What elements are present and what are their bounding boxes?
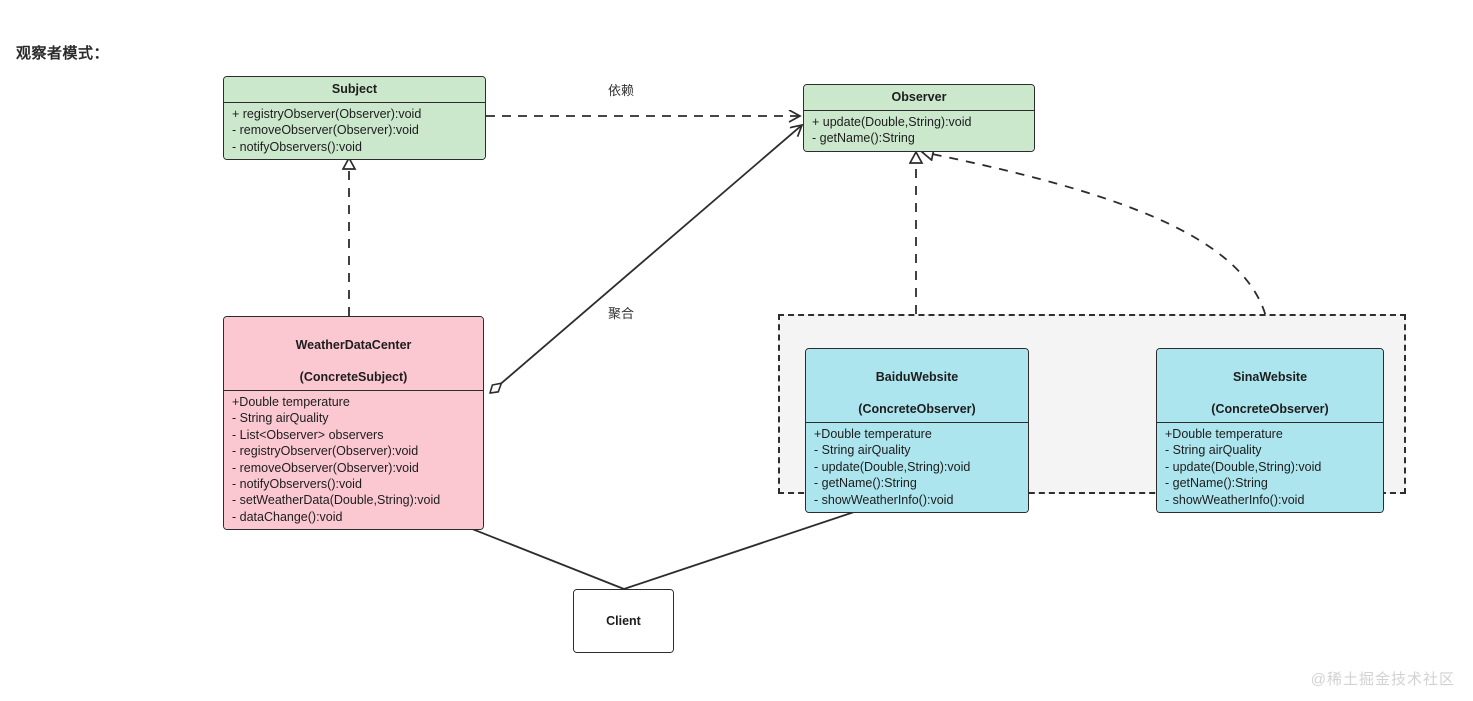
class-name: WeatherDataCenter	[295, 338, 412, 352]
class-sina-website-members: +Double temperature - String airQuality …	[1157, 423, 1383, 513]
member: + update(Double,String):void	[812, 115, 972, 129]
class-observer-title: Observer	[804, 85, 1034, 111]
member: - notifyObservers():void	[232, 477, 362, 492]
class-weather-data-center-members: +Double temperature - String airQuality …	[224, 391, 483, 530]
member: - showWeatherInfo():void	[1165, 492, 1305, 507]
class-observer-members: + update(Double,String):void - getName()…	[804, 111, 1034, 151]
member: - update(Double,String):void	[814, 459, 971, 474]
member: +Double temperature	[814, 427, 932, 441]
watermark: @稀土掘金技术社区	[1310, 671, 1455, 688]
class-weather-data-center-title: WeatherDataCenter (ConcreteSubject)	[224, 317, 483, 391]
class-sina-website-title: SinaWebsite (ConcreteObserver)	[1157, 349, 1383, 423]
class-stereotype: (ConcreteObserver)	[858, 402, 976, 416]
member: - String airQuality	[1165, 443, 1262, 458]
class-sina-website[interactable]: SinaWebsite (ConcreteObserver) +Double t…	[1156, 348, 1384, 514]
member: - getName():String	[812, 131, 915, 146]
member: - getName():String	[1165, 476, 1268, 491]
class-baidu-website[interactable]: BaiduWebsite (ConcreteObserver) +Double …	[805, 348, 1029, 514]
class-baidu-website-members: +Double temperature - String airQuality …	[806, 423, 1028, 513]
member: +Double temperature	[232, 395, 350, 409]
edge-client-uses-observers	[623, 500, 890, 590]
member: - getName():String	[814, 476, 917, 491]
member: - dataChange():void	[232, 509, 343, 524]
class-baidu-website-title: BaiduWebsite (ConcreteObserver)	[806, 349, 1028, 423]
page-title: 观察者模式：	[16, 45, 110, 62]
member: - String airQuality	[232, 411, 329, 426]
class-client-title: Client	[574, 590, 673, 652]
member: - showWeatherInfo():void	[814, 492, 954, 507]
class-client[interactable]: Client	[573, 589, 674, 653]
member: - removeObserver(Observer):void	[232, 123, 419, 138]
class-weather-data-center[interactable]: WeatherDataCenter (ConcreteSubject) +Dou…	[223, 316, 484, 531]
edge-label-dependency: 依赖	[608, 83, 635, 98]
edge-label-aggregation: 聚合	[608, 306, 635, 321]
member: - String airQuality	[814, 443, 911, 458]
member: - registryObserver(Observer):void	[232, 444, 419, 459]
class-subject[interactable]: Subject + registryObserver(Observer):voi…	[223, 76, 486, 161]
member: - List<Observer> observers	[232, 427, 384, 442]
member: - notifyObservers():void	[232, 139, 362, 154]
class-name: SinaWebsite	[1232, 370, 1308, 384]
class-name: BaiduWebsite	[875, 370, 959, 384]
member: - update(Double,String):void	[1165, 459, 1322, 474]
member: - removeObserver(Observer):void	[232, 460, 419, 475]
class-subject-title: Subject	[224, 77, 485, 103]
class-subject-members: + registryObserver(Observer):void - remo…	[224, 103, 485, 160]
class-stereotype: (ConcreteObserver)	[1211, 402, 1329, 416]
member: - setWeatherData(Double,String):void	[232, 493, 441, 508]
member: +Double temperature	[1165, 427, 1283, 441]
member: + registryObserver(Observer):void	[232, 107, 422, 121]
class-stereotype: (ConcreteSubject)	[299, 370, 408, 384]
edge-weatherdatacenter-aggregates-observer	[490, 125, 802, 393]
class-observer[interactable]: Observer + update(Double,String):void - …	[803, 84, 1035, 152]
